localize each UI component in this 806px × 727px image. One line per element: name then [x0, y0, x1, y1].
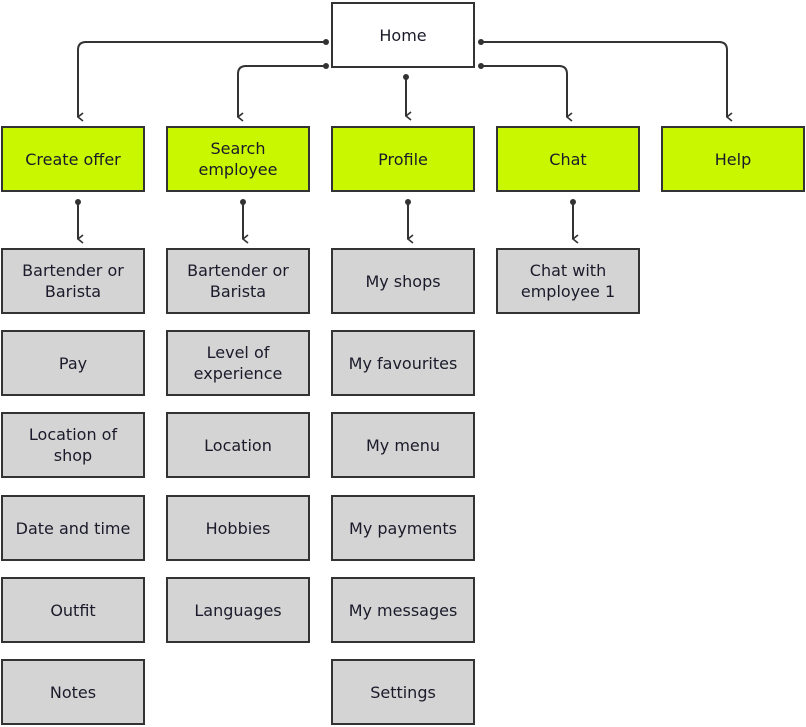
child-label: My shops: [365, 271, 441, 291]
child-label: Notes: [49, 682, 97, 702]
section-node-4[interactable]: Help: [661, 126, 805, 192]
child-node[interactable]: My favourites: [331, 330, 475, 396]
connector-dot: [405, 199, 411, 205]
section-node-0[interactable]: Create offer: [1, 126, 145, 192]
child-node[interactable]: My messages: [331, 577, 475, 643]
connector-home-chat: [481, 65, 567, 117]
connector-home-create-offer: [77, 41, 326, 117]
child-label: Location of shop: [28, 425, 118, 465]
child-node[interactable]: Chat with employee 1: [496, 248, 640, 314]
connector-home-search-employee: [237, 65, 326, 117]
child-node[interactable]: Hobbies: [166, 495, 310, 561]
section-node-1[interactable]: Search employee: [166, 126, 310, 192]
child-node[interactable]: My payments: [331, 495, 475, 561]
child-label: My messages: [348, 600, 458, 620]
child-label: Chat with employee 1: [520, 261, 616, 301]
child-label: Outfit: [50, 600, 96, 620]
section-label: Profile: [378, 149, 428, 169]
child-node[interactable]: My shops: [331, 248, 475, 314]
child-label: Bartender or Barista: [187, 261, 289, 301]
connector-dot: [570, 199, 576, 205]
child-node[interactable]: Bartender or Barista: [166, 248, 310, 314]
child-node[interactable]: My menu: [331, 412, 475, 478]
child-node[interactable]: Location: [166, 412, 310, 478]
connector-dot: [240, 199, 246, 205]
child-node[interactable]: Date and time: [1, 495, 145, 561]
child-label: My payments: [349, 518, 457, 538]
child-label: My menu: [365, 435, 441, 455]
section-label: Help: [714, 149, 752, 169]
child-node[interactable]: Settings: [331, 659, 475, 725]
section-label: Chat: [549, 149, 587, 169]
child-label: Location: [204, 435, 272, 455]
child-label: Bartender or Barista: [22, 261, 124, 301]
child-node[interactable]: Pay: [1, 330, 145, 396]
child-node[interactable]: Languages: [166, 577, 310, 643]
section-node-3[interactable]: Chat: [496, 126, 640, 192]
child-node[interactable]: Notes: [1, 659, 145, 725]
section-label: Search employee: [198, 139, 278, 179]
home-node[interactable]: Home: [331, 2, 475, 68]
child-node[interactable]: Bartender or Barista: [1, 248, 145, 314]
child-label: Settings: [370, 682, 436, 702]
child-node[interactable]: Location of shop: [1, 412, 145, 478]
child-node[interactable]: Level of experience: [166, 330, 310, 396]
section-node-2[interactable]: Profile: [331, 126, 475, 192]
connector-home-help: [481, 41, 727, 117]
home-label: Home: [379, 25, 427, 45]
child-label: Hobbies: [205, 518, 271, 538]
child-label: Languages: [194, 600, 282, 620]
connector-dot: [75, 199, 81, 205]
child-label: My favourites: [348, 353, 458, 373]
child-label: Level of experience: [193, 343, 283, 383]
section-label: Create offer: [25, 149, 121, 169]
child-label: Pay: [58, 353, 88, 373]
child-label: Date and time: [15, 518, 131, 538]
child-node[interactable]: Outfit: [1, 577, 145, 643]
